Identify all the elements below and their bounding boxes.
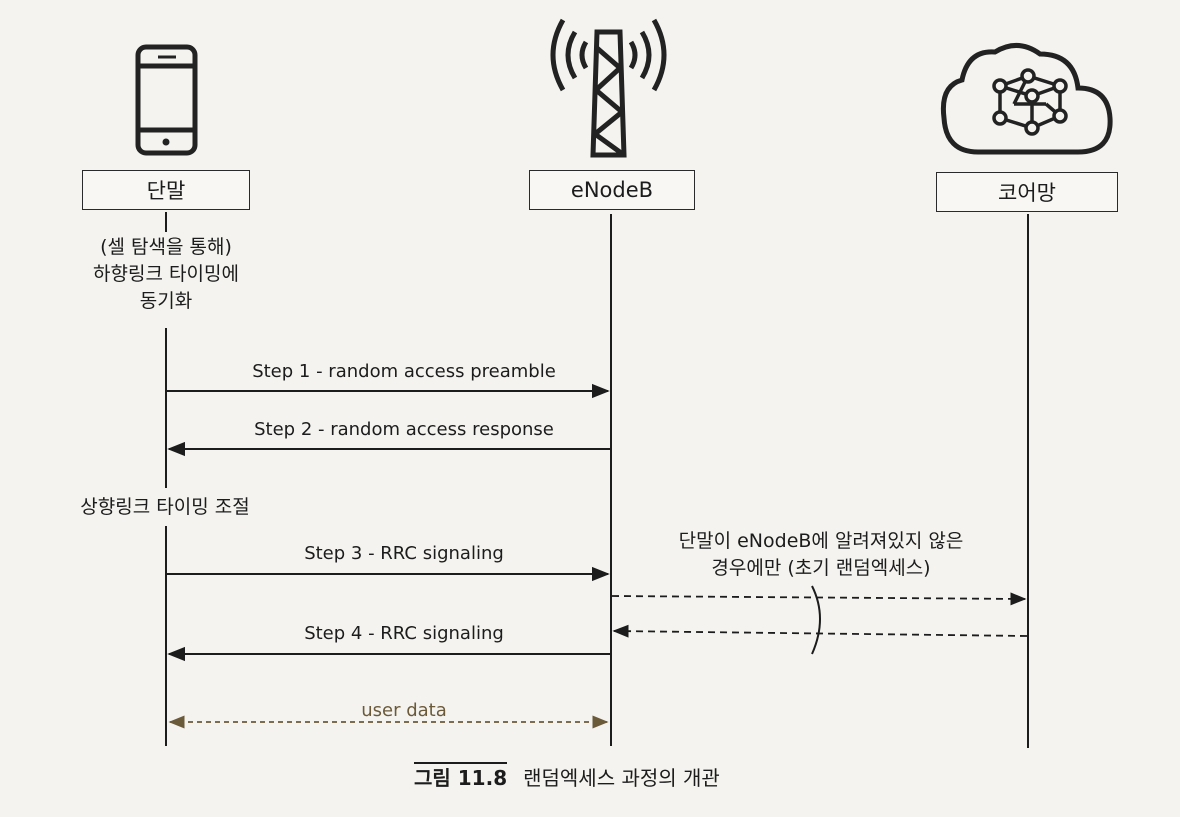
cell-tower-icon: [550, 18, 667, 158]
uplink-adjust-text: 상향링크 타이밍 조절: [80, 496, 250, 518]
figure-caption: 그림 11.8 랜덤엑세스 과정의 개관: [414, 762, 720, 791]
core-to-enb-dashed-arrow: [612, 624, 1028, 638]
core-only-line1: 단말이 eNodeB에 알려져있지 않은: [678, 530, 964, 552]
enb-box: eNodeB: [529, 170, 695, 210]
cloud-network-icon: [940, 43, 1113, 155]
enb-label: eNodeB: [570, 178, 654, 202]
core-label: 코어망: [998, 181, 1056, 205]
downlink-sync-line1: (셀 탐색을 통해): [100, 236, 232, 258]
downlink-sync-note: (셀 탐색을 통해) 하향링크 타이밍에 동기화: [56, 234, 276, 315]
ue-label: 단말: [146, 179, 186, 203]
step1-label: Step 1 - random access preamble: [252, 361, 556, 382]
figure-number: 그림 11.8: [414, 762, 508, 790]
user-data-label: user data: [361, 700, 447, 721]
enb-to-core-dashed-arrow: [611, 592, 1027, 606]
step2-label: Step 2 - random access response: [254, 419, 554, 440]
downlink-sync-line3: 동기화: [139, 290, 193, 312]
core-only-line2: 경우에만 (초기 랜덤엑세스): [711, 557, 931, 579]
ue-box: 단말: [82, 170, 250, 210]
downlink-sync-line2: 하향링크 타이밍에: [93, 263, 239, 285]
core-only-note: 단말이 eNodeB에 알려져있지 않은 경우에만 (초기 랜덤엑세스): [626, 528, 1016, 582]
bracket: [811, 585, 821, 655]
uplink-adjust-note: 상향링크 타이밍 조절: [40, 494, 290, 521]
smartphone-icon: [135, 44, 198, 156]
step4-label: Step 4 - RRC signaling: [304, 623, 504, 644]
core-box: 코어망: [936, 172, 1118, 212]
step3-label: Step 3 - RRC signaling: [304, 543, 504, 564]
figure-title: 랜덤엑세스 과정의 개관: [523, 766, 720, 790]
